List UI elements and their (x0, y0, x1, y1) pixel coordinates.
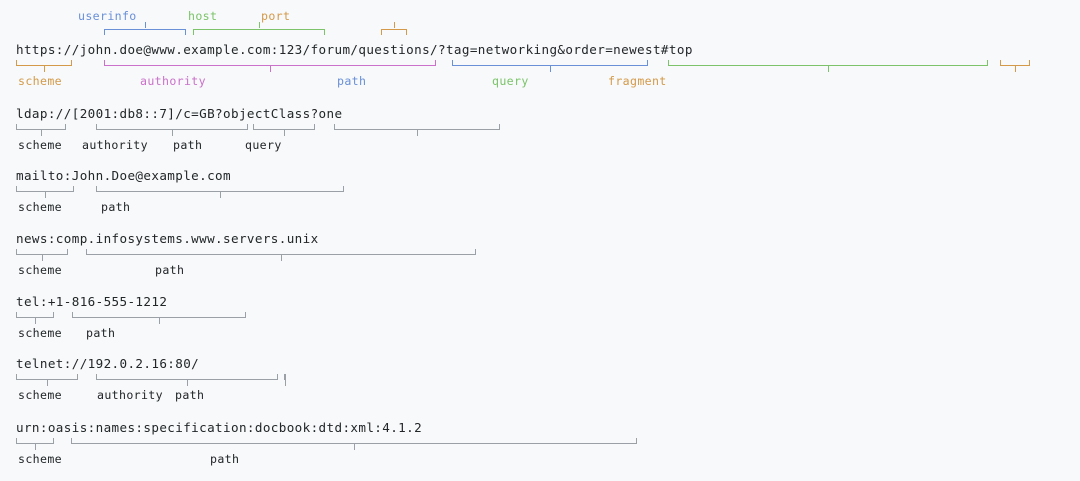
stem-below-scheme-tel-uri (35, 318, 37, 324)
bracket-below-scheme-ldap-uri (16, 124, 66, 130)
bracket-below-authority-ldap-uri (96, 124, 248, 130)
stem-below-path-https-uri (550, 66, 552, 72)
bracket-below-scheme-https-uri (16, 60, 72, 66)
label-fragment-https-uri: fragment (608, 74, 667, 88)
label-userinfo-https-uri: userinfo (78, 9, 137, 23)
stem-above-host-https-uri (259, 22, 261, 28)
label-path-mailto-uri: path (101, 200, 131, 214)
bracket-below-path-urn-uri (71, 438, 637, 444)
label-path-https-uri: path (337, 74, 367, 88)
label-authority-ldap-uri: authority (82, 138, 148, 152)
stem-below-authority-https-uri (270, 66, 272, 72)
label-port-https-uri: port (261, 9, 291, 23)
stem-below-query-ldap-uri (417, 130, 419, 136)
stem-below-fragment-https-uri (1015, 66, 1017, 72)
stem-below-scheme-https-uri (44, 66, 46, 72)
label-scheme-urn-uri: scheme (18, 452, 62, 466)
label-host-https-uri: host (188, 9, 218, 23)
label-query-ldap-uri: query (245, 138, 282, 152)
label-scheme-https-uri: scheme (18, 74, 62, 88)
stem-below-scheme-ldap-uri (41, 130, 43, 136)
bracket-below-path-ldap-uri (253, 124, 315, 130)
bracket-below-fragment-https-uri (1000, 60, 1030, 66)
bracket-below-scheme-tel-uri (16, 312, 54, 318)
bracket-above-host-https-uri (193, 29, 325, 35)
uri-string-https-uri: https://john.doe@www.example.com:123/for… (16, 42, 693, 57)
stem-below-scheme-news-uri (42, 255, 44, 261)
stem-below-scheme-telnet-uri (47, 380, 49, 386)
uri-string-tel-uri: tel:+1-816-555-1212 (16, 294, 168, 309)
bracket-below-path-telnet-uri (284, 374, 286, 380)
bracket-below-scheme-telnet-uri (16, 374, 78, 380)
bracket-below-path-news-uri (86, 249, 476, 255)
label-scheme-news-uri: scheme (18, 263, 62, 277)
bracket-below-authority-telnet-uri (96, 374, 278, 380)
label-authority-https-uri: authority (140, 74, 206, 88)
stem-below-path-mailto-uri (220, 192, 222, 198)
stem-below-scheme-urn-uri (35, 444, 37, 450)
bracket-below-path-tel-uri (72, 312, 246, 318)
stem-above-userinfo-https-uri (145, 22, 147, 28)
stem-below-path-telnet-uri (284, 380, 286, 386)
label-scheme-ldap-uri: scheme (18, 138, 62, 152)
bracket-below-scheme-urn-uri (16, 438, 54, 444)
stem-below-path-news-uri (281, 255, 283, 261)
bracket-below-path-https-uri (452, 60, 648, 66)
bracket-above-port-https-uri (381, 29, 407, 35)
uri-string-ldap-uri: ldap://[2001:db8::7]/c=GB?objectClass?on… (16, 106, 343, 121)
label-path-news-uri: path (155, 263, 185, 277)
label-path-telnet-uri: path (175, 388, 205, 402)
uri-string-urn-uri: urn:oasis:names:specification:docbook:dt… (16, 420, 423, 435)
label-scheme-telnet-uri: scheme (18, 388, 62, 402)
label-query-https-uri: query (492, 74, 529, 88)
bracket-below-scheme-news-uri (16, 249, 68, 255)
stem-below-authority-ldap-uri (172, 130, 174, 136)
stem-below-authority-telnet-uri (187, 380, 189, 386)
label-scheme-mailto-uri: scheme (18, 200, 62, 214)
bracket-below-authority-https-uri (104, 60, 436, 66)
stem-below-query-https-uri (828, 66, 830, 72)
label-path-tel-uri: path (86, 326, 116, 340)
uri-string-mailto-uri: mailto:John.Doe@example.com (16, 168, 231, 183)
label-authority-telnet-uri: authority (97, 388, 163, 402)
stem-below-path-urn-uri (354, 444, 356, 450)
bracket-below-scheme-mailto-uri (16, 186, 74, 192)
bracket-below-query-https-uri (668, 60, 988, 66)
bracket-below-query-ldap-uri (334, 124, 500, 130)
label-path-ldap-uri: path (173, 138, 203, 152)
stem-above-port-https-uri (394, 22, 396, 28)
stem-below-path-tel-uri (159, 318, 161, 324)
bracket-above-userinfo-https-uri (104, 29, 186, 35)
label-path-urn-uri: path (210, 452, 240, 466)
stem-below-path-ldap-uri (284, 130, 286, 136)
stem-below-scheme-mailto-uri (45, 192, 47, 198)
label-scheme-tel-uri: scheme (18, 326, 62, 340)
uri-string-telnet-uri: telnet://192.0.2.16:80/ (16, 356, 200, 371)
uri-string-news-uri: news:comp.infosystems.www.servers.unix (16, 231, 319, 246)
bracket-below-path-mailto-uri (96, 186, 344, 192)
